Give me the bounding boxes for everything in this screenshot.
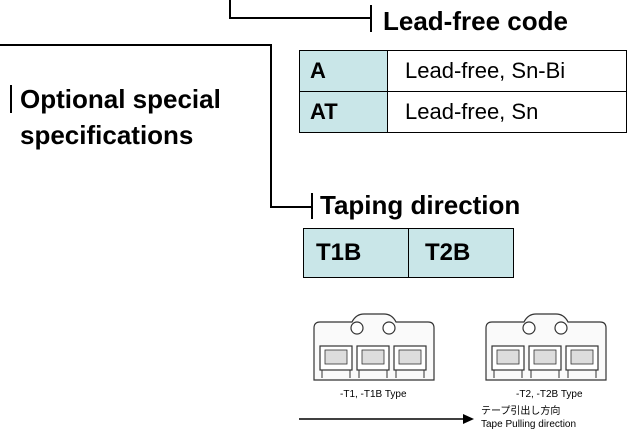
- table-row: A Lead-free, Sn-Bi: [299, 50, 627, 92]
- taping-code-cell: T1B: [303, 228, 409, 278]
- arrow-right-icon: [299, 414, 474, 424]
- tape-caption-right: -T2, -T2B Type: [516, 389, 583, 400]
- tape-caption-left: -T1, -T1B Type: [340, 389, 407, 400]
- connector-top-vertical: [229, 0, 231, 19]
- tape-figure-left: [312, 310, 436, 386]
- tape-direction-label-en: Tape Pulling direction: [481, 419, 577, 430]
- table-row: T1B T2B: [303, 228, 514, 278]
- tape-drawing-icon: [485, 313, 607, 381]
- connector-mid-bottom: [270, 206, 311, 208]
- tape-direction-label-jp: テープ引出し方向: [481, 406, 561, 417]
- taping-code-cell: T2B: [408, 228, 514, 278]
- lead-free-desc-cell: Lead-free, Sn-Bi: [387, 50, 627, 92]
- connector-mid-vertical: [270, 44, 272, 208]
- tape-figure-right: [484, 310, 608, 386]
- lead-free-code-table: A Lead-free, Sn-Bi AT Lead-free, Sn: [299, 50, 627, 133]
- optional-spec-line1: Optional special: [20, 84, 221, 114]
- connector-top-horizontal: [229, 17, 370, 19]
- lead-free-code-cell: AT: [299, 91, 388, 133]
- lead-free-desc-cell: Lead-free, Sn: [387, 91, 627, 133]
- optional-spec-line2: specifications: [20, 120, 194, 150]
- connector-mid-horizontal: [0, 44, 272, 46]
- connector-taping-tick: [311, 193, 313, 219]
- table-row: AT Lead-free, Sn: [299, 91, 627, 133]
- tape-drawing-icon: [313, 313, 435, 381]
- lead-free-code-cell: A: [299, 50, 388, 92]
- connector-optional-tick: [10, 85, 12, 113]
- taping-direction-title: Taping direction: [320, 190, 521, 220]
- lead-free-code-title: Lead-free code: [383, 6, 568, 36]
- taping-code-table: T1B T2B: [303, 228, 514, 278]
- connector-top-tick: [370, 5, 372, 32]
